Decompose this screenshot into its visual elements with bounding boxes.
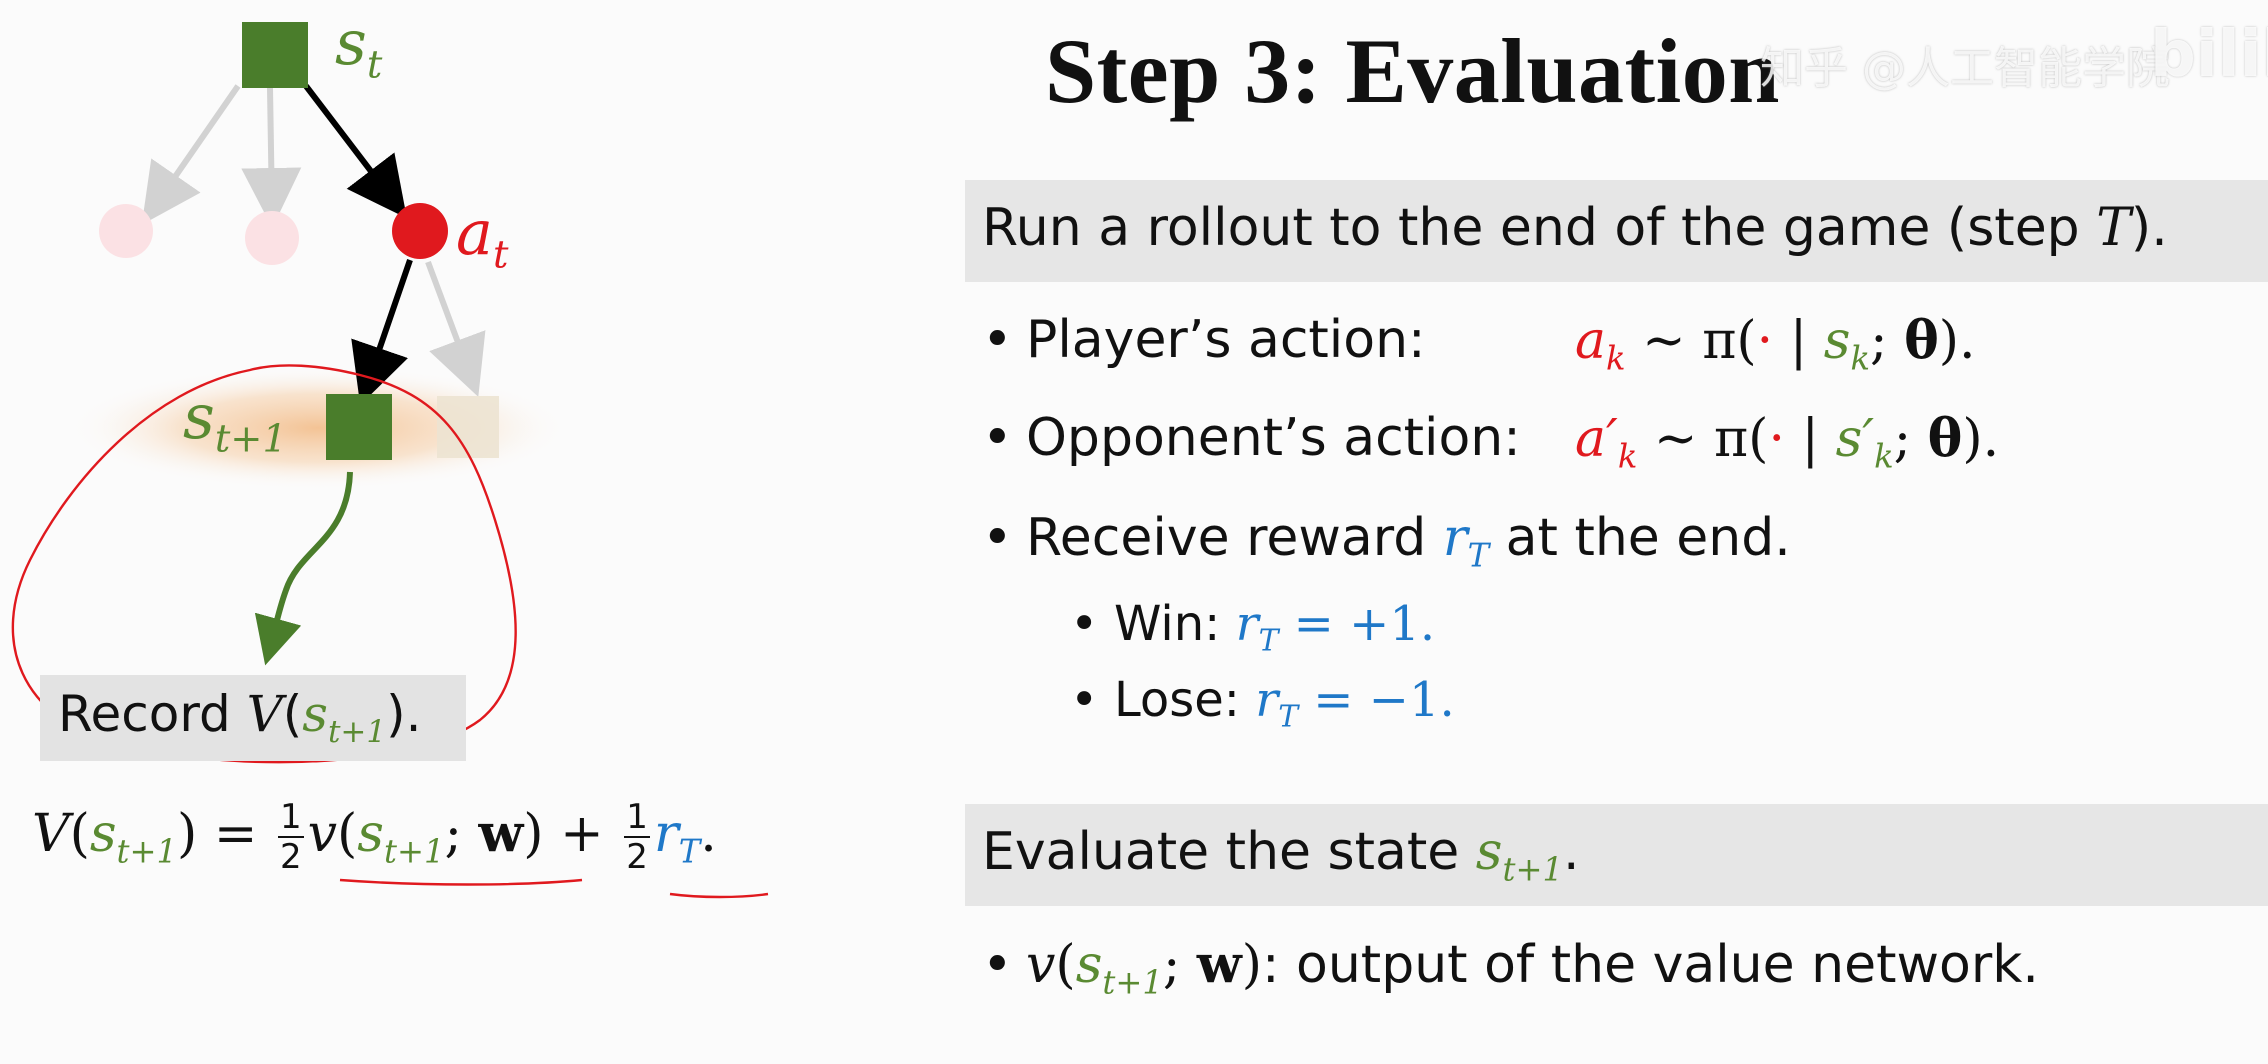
bullet-dot: • xyxy=(1070,672,1099,728)
edge-action-next xyxy=(351,259,413,406)
opponent-action-formula: a′k ~ π(· | s′k; θ). xyxy=(1575,408,2000,476)
bullet-player-action: •Player’s action: xyxy=(982,310,1426,370)
sub-bullet-lose: •Lose: rT = −1. xyxy=(1070,672,1455,735)
action-node xyxy=(392,203,448,259)
bullet-dot: • xyxy=(982,935,1013,995)
watermark-logo: bilibili xyxy=(2150,18,2268,92)
player-action-formula: ak ~ π(· | sk; θ). xyxy=(1575,310,1976,378)
faded-action-node-left xyxy=(99,204,153,258)
bullet-value-network: •v(st+1; w): output of the value network… xyxy=(982,934,2039,1002)
bullet-dot: • xyxy=(1070,596,1099,652)
underline-reward-term xyxy=(669,892,769,899)
bullet-dot: • xyxy=(982,310,1013,370)
sub-bullet-win: •Win: rT = +1. xyxy=(1070,596,1436,659)
faded-state-node xyxy=(437,396,499,458)
next-state-node xyxy=(326,394,392,460)
underline-value-term xyxy=(339,878,583,886)
bullet-dot: • xyxy=(982,508,1013,568)
edge-root-middle xyxy=(241,87,302,228)
slide-title: Step 3: Evaluation xyxy=(1045,20,1780,122)
record-box xyxy=(40,675,466,761)
root-state-label: st xyxy=(335,6,383,88)
root-state-node xyxy=(242,22,308,88)
evaluation-arrow xyxy=(254,471,353,666)
faded-action-node-middle xyxy=(245,211,299,265)
edge-root-action xyxy=(303,84,407,219)
section-band-rollout xyxy=(965,180,2268,282)
search-tree-diagram xyxy=(11,22,769,899)
edge-root-left xyxy=(141,84,241,225)
edge-action-right xyxy=(425,260,486,397)
bullet-receive-reward: •Receive reward rT at the end. xyxy=(982,508,1791,575)
watermark-text: 知乎 @人工智能学院 xyxy=(1760,43,2170,94)
record-caption: Record V(st+1). xyxy=(58,685,422,750)
bullet-opponent-action: •Opponent’s action: xyxy=(982,408,1521,468)
section-heading-evaluate: Evaluate the state st+1. xyxy=(982,822,1580,889)
next-state-label: st+1 xyxy=(183,380,287,462)
section-band-evaluate xyxy=(965,804,2268,906)
section-heading-rollout: Run a rollout to the end of the game (st… xyxy=(982,198,2168,258)
action-label: at xyxy=(456,196,509,278)
bullet-dot: • xyxy=(982,408,1013,468)
